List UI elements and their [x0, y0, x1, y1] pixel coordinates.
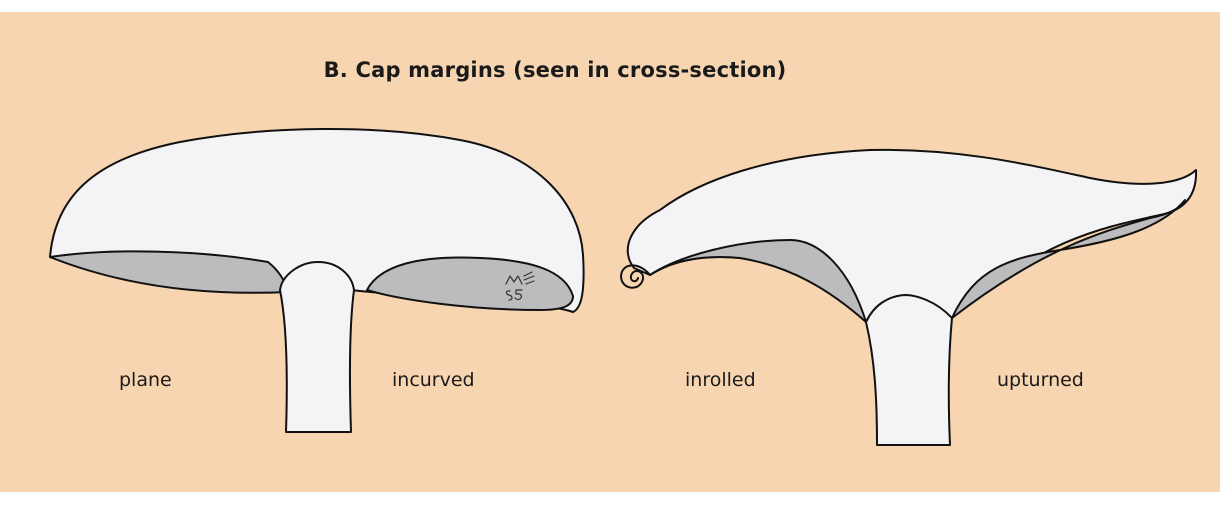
stem-left — [280, 262, 354, 432]
label-upturned: upturned — [997, 369, 1084, 391]
label-inrolled: inrolled — [685, 369, 756, 391]
label-incurved: incurved — [392, 369, 475, 391]
stem-right — [866, 295, 952, 445]
label-plane: plane — [119, 369, 172, 391]
mushroom-right — [621, 150, 1196, 445]
